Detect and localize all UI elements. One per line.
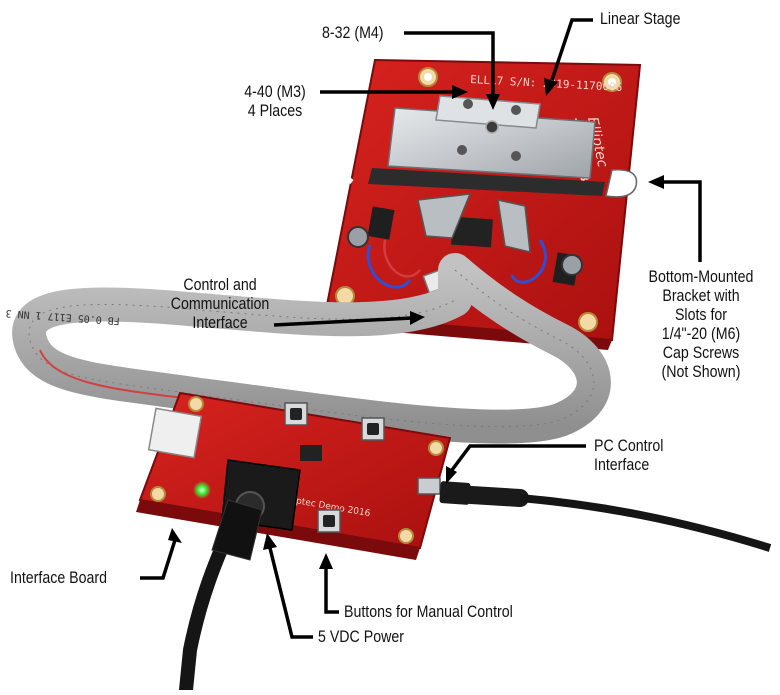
mount-hole-icon — [428, 440, 444, 456]
label-control-line2: Communication — [170, 295, 270, 313]
arrowhead-icon — [319, 553, 333, 569]
arrowhead-icon — [452, 85, 468, 99]
arrowhead-icon — [410, 311, 425, 325]
label-pc-control: PC Control Interface — [594, 437, 663, 475]
bracket-slot — [605, 169, 638, 198]
label-pc-line2: Interface — [594, 456, 650, 474]
leader-arrows — [140, 18, 702, 639]
arrow-power — [268, 547, 313, 639]
resonator-arm — [417, 193, 472, 239]
label-control-communication: Control and Communication Interface — [168, 276, 271, 333]
resonator-arm — [497, 199, 531, 253]
arrowhead-icon — [648, 175, 664, 189]
label-pc-line1: PC Control — [594, 437, 664, 455]
label-control-line3: Interface — [192, 314, 248, 332]
arrow-8-32 — [404, 31, 495, 96]
arrowhead-icon — [168, 528, 182, 543]
label-interface-board: Interface Board — [10, 569, 108, 587]
label-4-40-line2: 4 Places — [247, 102, 303, 120]
threaded-hole-icon — [485, 120, 499, 134]
arrow-buttons — [324, 567, 339, 614]
usb-port — [417, 477, 441, 495]
mount-hole-icon — [398, 528, 414, 544]
label-bracket-line6: (Not Shown) — [661, 363, 741, 381]
label-bracket-line3: Slots for — [674, 306, 728, 324]
arrowhead-icon — [446, 466, 457, 484]
label-linear-stage: Linear Stage — [600, 10, 681, 28]
mount-hole-icon — [188, 396, 204, 412]
label-5vdc-power: 5 VDC Power — [318, 628, 404, 646]
ic-chip — [300, 445, 322, 461]
mount-hole-icon — [150, 486, 166, 502]
arrow-interface-board — [140, 539, 177, 580]
label-4-40-line1: 4-40 (M3) — [244, 83, 306, 101]
header-connector — [147, 407, 203, 459]
label-bottom-bracket: Bottom-Mounted Bracket with Slots for 1/… — [645, 268, 757, 382]
ic-chip — [451, 216, 493, 248]
label-control-line1: Control and — [183, 276, 257, 294]
label-4-40-thread: 4-40 (M3) 4 Places — [238, 83, 312, 121]
label-8-32-thread: 8-32 (M4) — [322, 24, 384, 42]
cables — [179, 481, 772, 695]
arrow-bracket — [662, 180, 702, 262]
label-bracket-line5: Cap Screws — [662, 344, 740, 362]
label-bracket-line2: Bracket with — [662, 287, 740, 305]
label-bracket-line4: 1/4"-20 (M6) — [661, 325, 741, 343]
interface-board: THORLABS Elliptec Demo 2016 — [136, 391, 452, 560]
arrowhead-icon — [263, 533, 277, 550]
usb-cable — [519, 494, 772, 552]
arrowhead-icon — [544, 78, 558, 96]
mount-hole-icon — [578, 312, 598, 332]
arrow-heads — [168, 78, 664, 569]
arrow-linear-stage — [550, 18, 593, 81]
label-buttons-manual: Buttons for Manual Control — [344, 603, 513, 621]
arrowhead-icon — [486, 94, 500, 110]
arrow-pc-control — [450, 444, 586, 472]
power-led-icon — [193, 481, 211, 499]
arrow-control-comm — [273, 316, 413, 327]
label-bracket-line1: Bottom-Mounted — [648, 268, 754, 286]
